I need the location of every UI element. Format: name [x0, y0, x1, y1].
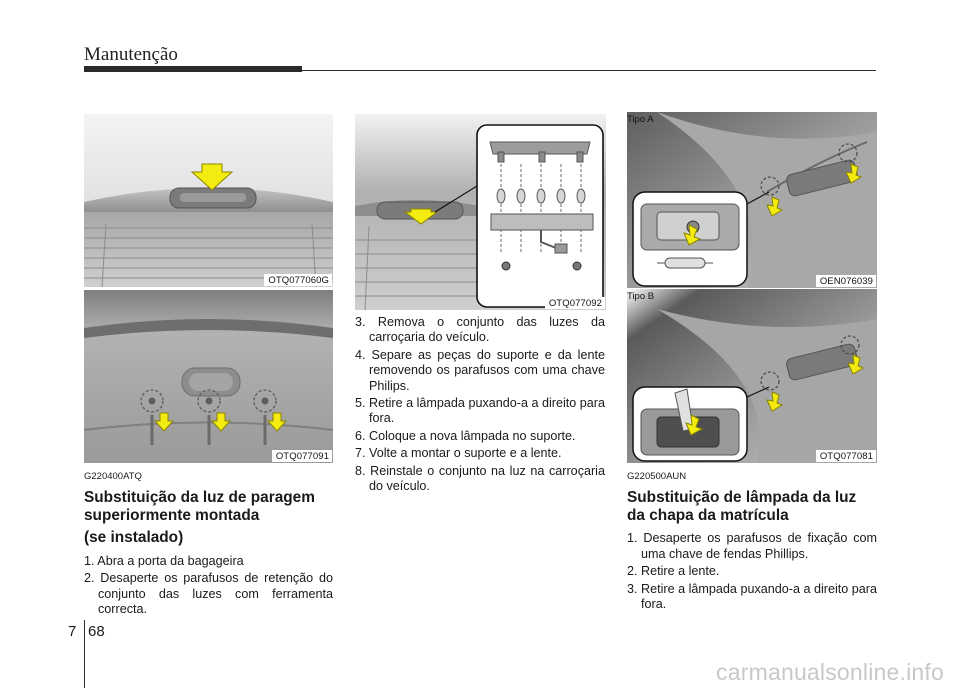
step-item: 7. Volte a montar o suporte e a lente.: [355, 446, 562, 461]
right-column: G220500AUN Substituição de lâmpada da lu…: [627, 469, 877, 614]
figure-code: OTQ077092: [544, 297, 605, 309]
page-header-title: Manutenção: [84, 44, 178, 65]
figure-tailgate-screws: OTQ077091: [84, 290, 333, 463]
footer-rule: [84, 620, 85, 688]
chapter-number: 7: [68, 623, 77, 640]
figure-code: OTQ077081: [815, 450, 876, 462]
middle-column: 3. Remova o conjunto das luzes da carroç…: [355, 315, 605, 496]
section-heading: Substituição da luz de paragem superiorm…: [84, 489, 315, 524]
header-rule: [302, 70, 876, 71]
step-item: 1. Abra a porta da bagageira: [84, 553, 244, 568]
figure-code: OEN076039: [815, 275, 876, 287]
step-item: 2. Retire a lente.: [627, 564, 720, 579]
figure-type-label: Tipo A: [627, 114, 654, 125]
figure-type-label: Tipo B: [627, 291, 655, 302]
step-item: 1. Desaperte os parafusos de fixação com…: [627, 531, 877, 561]
step-item: 3. Remova o conjunto das luzes da carroç…: [355, 315, 605, 345]
step-item: 4. Separe as peças do suporte e da lente…: [355, 347, 605, 393]
header-bar: [84, 66, 302, 72]
step-item: 6. Coloque a nova lâmpada no suporte.: [355, 428, 576, 443]
left-column: G220400ATQ Substituição da luz de parage…: [84, 469, 333, 620]
watermark-text: carmanualsonline.info: [716, 659, 944, 685]
step-item: 2. Desaperte os parafusos de retenção do…: [84, 571, 333, 617]
section-heading-note: (se instalado): [84, 529, 184, 547]
figure-license-lamp-type-a: Tipo A OEN076039: [627, 112, 877, 288]
figure-license-lamp-type-b: Tipo B OTQ077081: [627, 289, 877, 463]
figure-code: OTQ077060G: [264, 274, 332, 286]
section-code: G220500AUN: [627, 471, 687, 482]
figure-stop-lamp-assembly: OTQ077092: [355, 114, 606, 310]
figure-code: OTQ077091: [271, 450, 332, 462]
step-item: 5. Retire a lâmpada puxando-a a direito …: [355, 396, 605, 426]
figure-rear-glass-stop-lamp: OTQ077060G: [84, 114, 333, 287]
page-number: 68: [88, 623, 105, 640]
step-item: 8. Reinstale o conjunto na luz na carroç…: [355, 463, 605, 494]
step-item: 3. Retire a lâmpada puxando-a a direito …: [627, 581, 877, 612]
section-heading: Substituição de lâmpada da luz da chapa …: [627, 489, 857, 524]
section-code: G220400ATQ: [84, 471, 142, 482]
